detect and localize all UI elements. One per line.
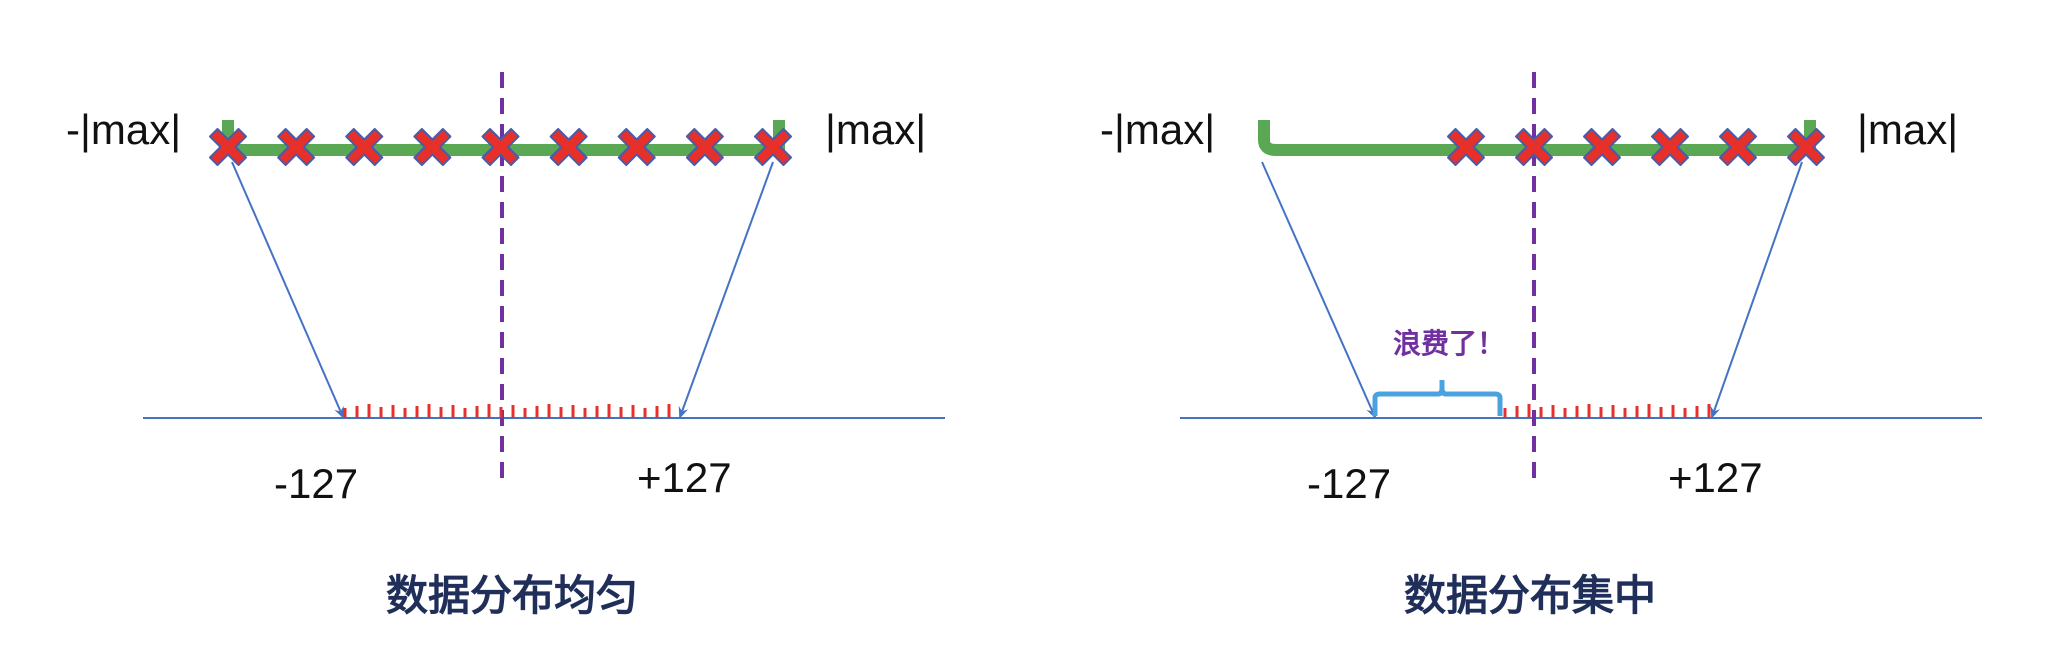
cross-marker <box>413 128 452 166</box>
data-point-crosses <box>209 128 792 166</box>
mapping-arrow-neg <box>231 161 344 419</box>
neg-127-label: -127 <box>1307 460 1391 507</box>
cross-marker <box>549 128 588 166</box>
cross-marker <box>1515 128 1553 166</box>
panel-title: 数据分布集中 <box>1404 571 1656 620</box>
cross-marker <box>1583 128 1621 166</box>
neg-max-label: -|max| <box>66 106 181 153</box>
cross-marker <box>277 128 316 166</box>
cross-marker <box>1719 128 1757 166</box>
data-point-crosses <box>1447 128 1825 166</box>
cross-marker <box>1787 128 1825 166</box>
panel-concentrated: 浪费了！ -|max| |max| -127 +127 数据分布集中 <box>1100 72 1982 620</box>
mapping-arrow-pos <box>678 161 774 419</box>
cross-marker <box>685 128 724 166</box>
pos-127-label: +127 <box>637 454 732 501</box>
cross-marker <box>209 128 247 166</box>
pos-max-label: |max| <box>825 106 926 153</box>
wasted-range-brace <box>1372 380 1503 416</box>
quantized-ticks <box>343 404 671 418</box>
mapping-arrow-pos <box>1710 161 1803 419</box>
neg-127-label: -127 <box>274 460 358 507</box>
cross-marker <box>1651 128 1689 166</box>
cross-marker <box>481 128 520 166</box>
mapping-arrow-neg <box>1261 161 1376 419</box>
pos-127-label: +127 <box>1668 454 1763 501</box>
cross-marker <box>754 128 792 166</box>
quantized-ticks <box>1503 404 1711 418</box>
panel-title: 数据分布均匀 <box>386 571 638 620</box>
cross-marker <box>1447 128 1485 166</box>
pos-max-label: |max| <box>1857 106 1958 153</box>
neg-max-label: -|max| <box>1100 106 1215 153</box>
cross-marker <box>617 128 656 166</box>
panel-uniform: -|max| |max| -127 +127 数据分布均匀 <box>66 72 945 620</box>
wasted-label: 浪费了！ <box>1393 327 1505 360</box>
cross-marker <box>345 128 384 166</box>
